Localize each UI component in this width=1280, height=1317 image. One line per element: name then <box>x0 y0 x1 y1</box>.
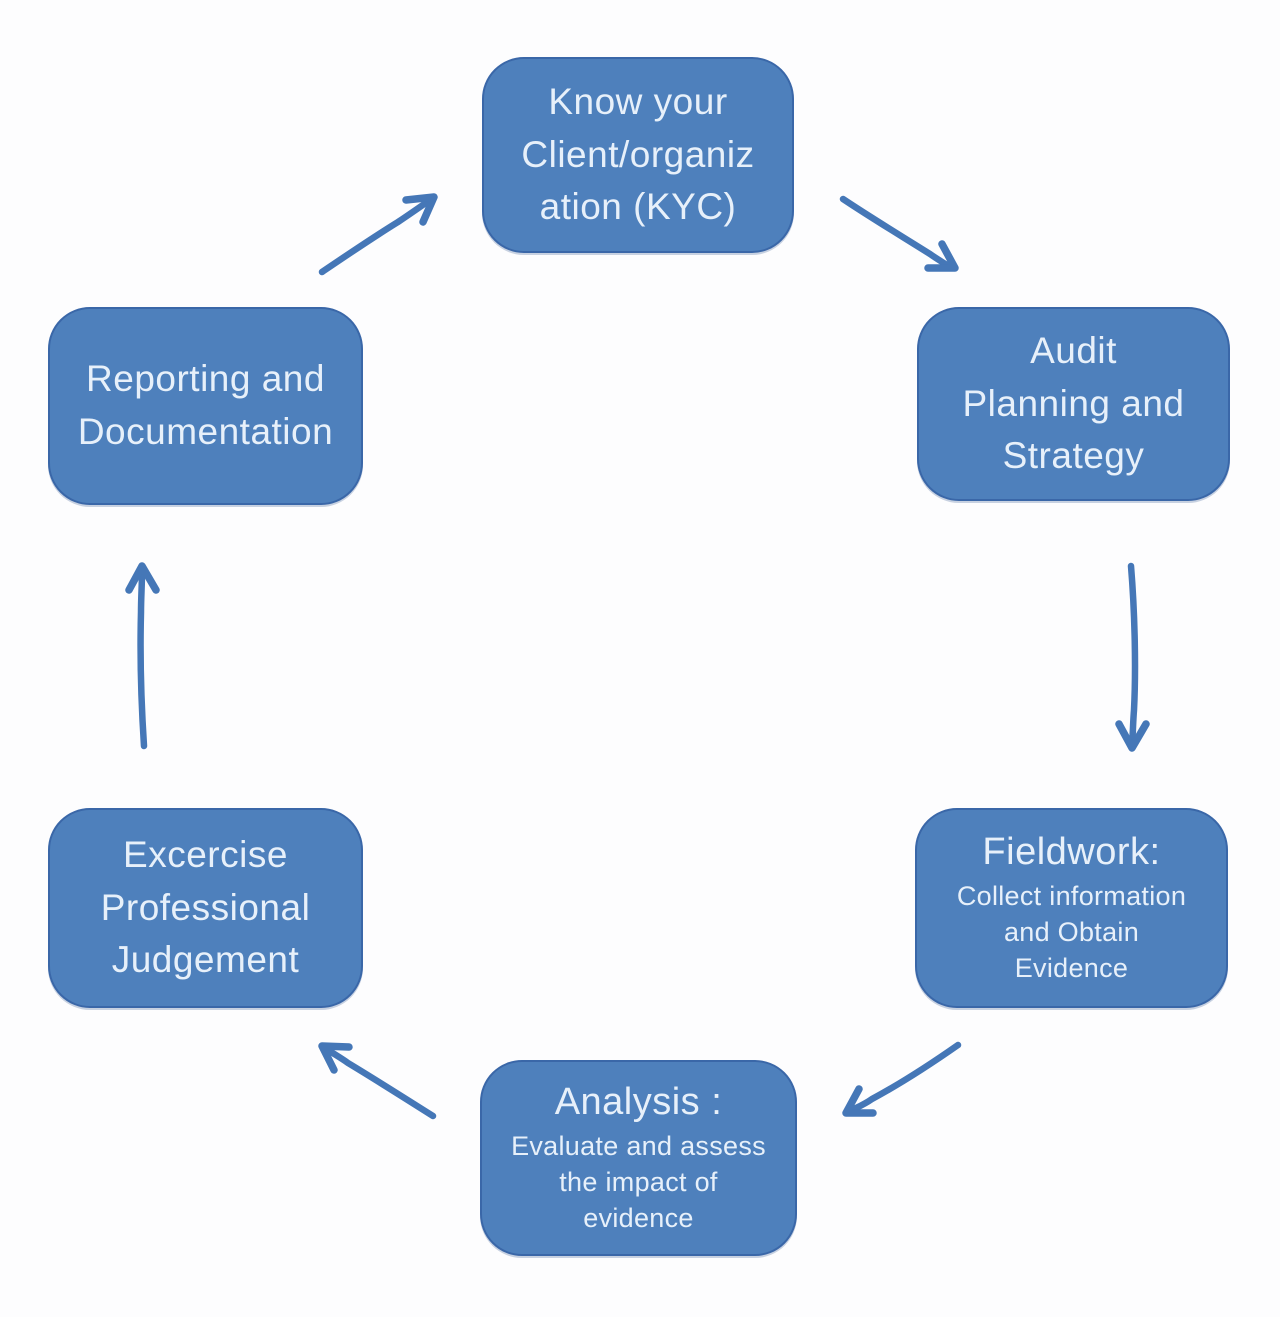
node-audit-planning-strategy: Audit Planning and Strategy <box>917 307 1230 501</box>
node-reporting-documentation: Reporting and Documentation <box>48 307 363 505</box>
node-analysis: Analysis : Evaluate and assess the impac… <box>480 1060 797 1256</box>
node-know-your-client-title: Know your Client/organiz ation (KYC) <box>521 81 755 228</box>
node-excercise-professional-judgement-title: Excercise Professional Judgement <box>100 834 311 981</box>
arrow-excercise-to-reporting <box>125 562 160 750</box>
arrow-kyc-to-audit <box>839 195 959 272</box>
node-know-your-client: Know your Client/organiz ation (KYC) <box>482 57 794 253</box>
node-reporting-documentation-title: Reporting and Documentation <box>77 358 334 452</box>
arrow-analysis-to-excercise <box>318 1042 437 1120</box>
node-excercise-professional-judgement: Excercise Professional Judgement <box>48 808 363 1008</box>
arrow-fieldwork-to-analysis <box>842 1041 962 1117</box>
arrow-audit-to-fieldwork <box>1115 562 1150 752</box>
node-fieldwork-subtitle: Collect information and Obtain Evidence <box>956 880 1187 983</box>
arrow-reporting-to-kyc <box>318 193 438 276</box>
node-fieldwork: Fieldwork: Collect information and Obtai… <box>915 808 1228 1008</box>
node-analysis-subtitle: Evaluate and assess the impact of eviden… <box>511 1130 766 1233</box>
node-audit-planning-strategy-title: Audit Planning and Strategy <box>962 330 1185 477</box>
node-fieldwork-title: Fieldwork: <box>982 831 1161 874</box>
node-analysis-title: Analysis : <box>554 1081 723 1124</box>
